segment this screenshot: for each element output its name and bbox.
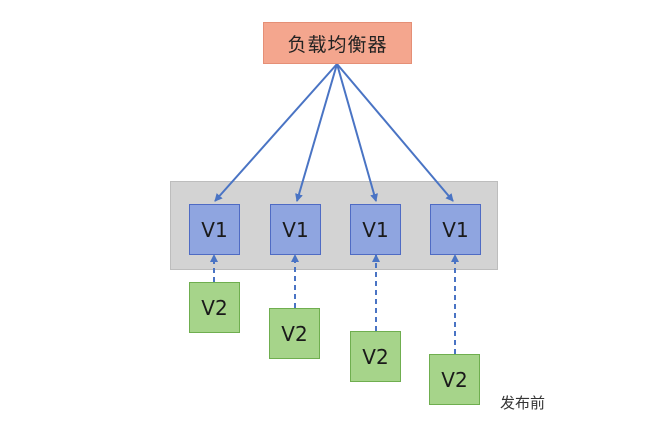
- caption-label: 发布前: [500, 394, 546, 412]
- v2-node-2: V2: [269, 308, 320, 359]
- v2-node-3: V2: [350, 331, 401, 382]
- lb-to-v1-arrow-3: [336, 63, 378, 202]
- v1-node-3: V1: [350, 204, 401, 255]
- v2-node-4: V2: [429, 354, 480, 405]
- lb-to-v1-arrow-2: [295, 63, 338, 202]
- lb-to-v1-arrow-4: [336, 63, 454, 202]
- v1-node-4: V1: [430, 204, 481, 255]
- v2-node-1: V2: [189, 282, 240, 333]
- lb-to-v1-arrow-1: [214, 63, 338, 202]
- v1-node-1: V1: [189, 204, 240, 255]
- load-balancer-node: 负载均衡器: [263, 22, 412, 64]
- v1-node-2: V1: [270, 204, 321, 255]
